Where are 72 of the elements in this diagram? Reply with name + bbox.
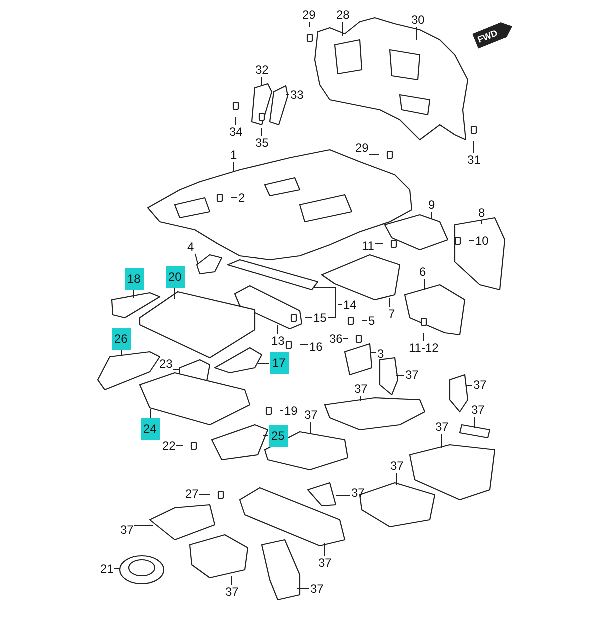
leader-line	[369, 154, 380, 156]
leader-line	[324, 542, 326, 556]
callout-number: 7	[388, 307, 396, 321]
leader-line	[342, 22, 344, 36]
leader-line	[338, 304, 343, 306]
callout-number: 5	[368, 314, 376, 328]
callout-number: 17	[270, 352, 289, 374]
leader-line	[174, 288, 176, 300]
callout-number: 26	[112, 328, 131, 350]
callout-number: 18	[124, 268, 144, 290]
callout-number: 20	[166, 266, 185, 288]
callout-number: 33	[290, 88, 305, 102]
callout-number: 37	[224, 585, 240, 599]
callout-number: 37	[120, 523, 135, 537]
callout-number: 3	[376, 347, 386, 361]
leader-line	[300, 344, 309, 346]
callout-number: 6	[418, 265, 428, 279]
leader-line	[343, 338, 348, 340]
callout-number: 28	[336, 8, 351, 22]
callout-number: 11	[361, 239, 376, 253]
callout-number: 37	[390, 459, 405, 473]
leader-line	[114, 568, 120, 570]
leader-line	[310, 422, 312, 434]
leader-line	[360, 396, 362, 402]
callout-number: 36	[328, 332, 344, 346]
callout-number: 27	[184, 487, 200, 501]
callout-number: 4	[186, 240, 196, 254]
callout-number: 1	[230, 148, 238, 162]
callout-number: 16	[308, 340, 324, 354]
callout-number: 13	[270, 334, 286, 348]
callout-number: 37	[434, 420, 450, 434]
leader-line	[370, 352, 377, 354]
callout-number: 37	[318, 556, 333, 570]
callout-number: 37	[470, 403, 486, 417]
callout-number: 2	[238, 191, 246, 205]
callout-number: 31	[466, 153, 482, 167]
callout-number: 37	[304, 408, 319, 422]
leader-line	[362, 320, 368, 322]
leader-line	[474, 416, 476, 428]
callout-number: 9	[428, 198, 436, 212]
callout-number: 24	[140, 418, 160, 440]
leader-line	[468, 240, 475, 242]
callout-number: 37	[354, 382, 369, 396]
callout-number: 15	[312, 311, 328, 325]
leader-line	[396, 472, 398, 486]
callout-number: 34	[228, 125, 244, 139]
callout-number: 35	[254, 136, 270, 150]
callout-number: 37	[310, 582, 325, 596]
leader-line	[286, 94, 290, 96]
leader-line	[424, 278, 426, 290]
callout-number: 14	[342, 298, 358, 312]
callout-number: 10	[474, 234, 490, 248]
callout-number: 23	[158, 357, 174, 371]
leader-line	[280, 410, 284, 412]
callout-number: 11-12	[408, 341, 440, 355]
callout-number: 37	[350, 486, 366, 500]
callout-number: 29	[302, 8, 317, 22]
callout-number: 30	[410, 13, 426, 27]
leader-line	[195, 254, 198, 264]
callout-number: 37	[472, 378, 488, 392]
callout-number: 22	[162, 439, 177, 453]
leader-line	[150, 408, 152, 418]
callout-number: 21	[100, 562, 115, 576]
callout-number: 25	[268, 425, 288, 447]
callout-number: 29	[354, 141, 370, 155]
leader-line	[296, 588, 310, 590]
callout-number: 37	[404, 368, 420, 382]
leader-line	[199, 494, 210, 496]
callout-number: 32	[254, 63, 270, 77]
leader-line	[416, 26, 418, 40]
callout-number: 8	[478, 206, 486, 220]
callout-number: 19	[284, 404, 299, 418]
